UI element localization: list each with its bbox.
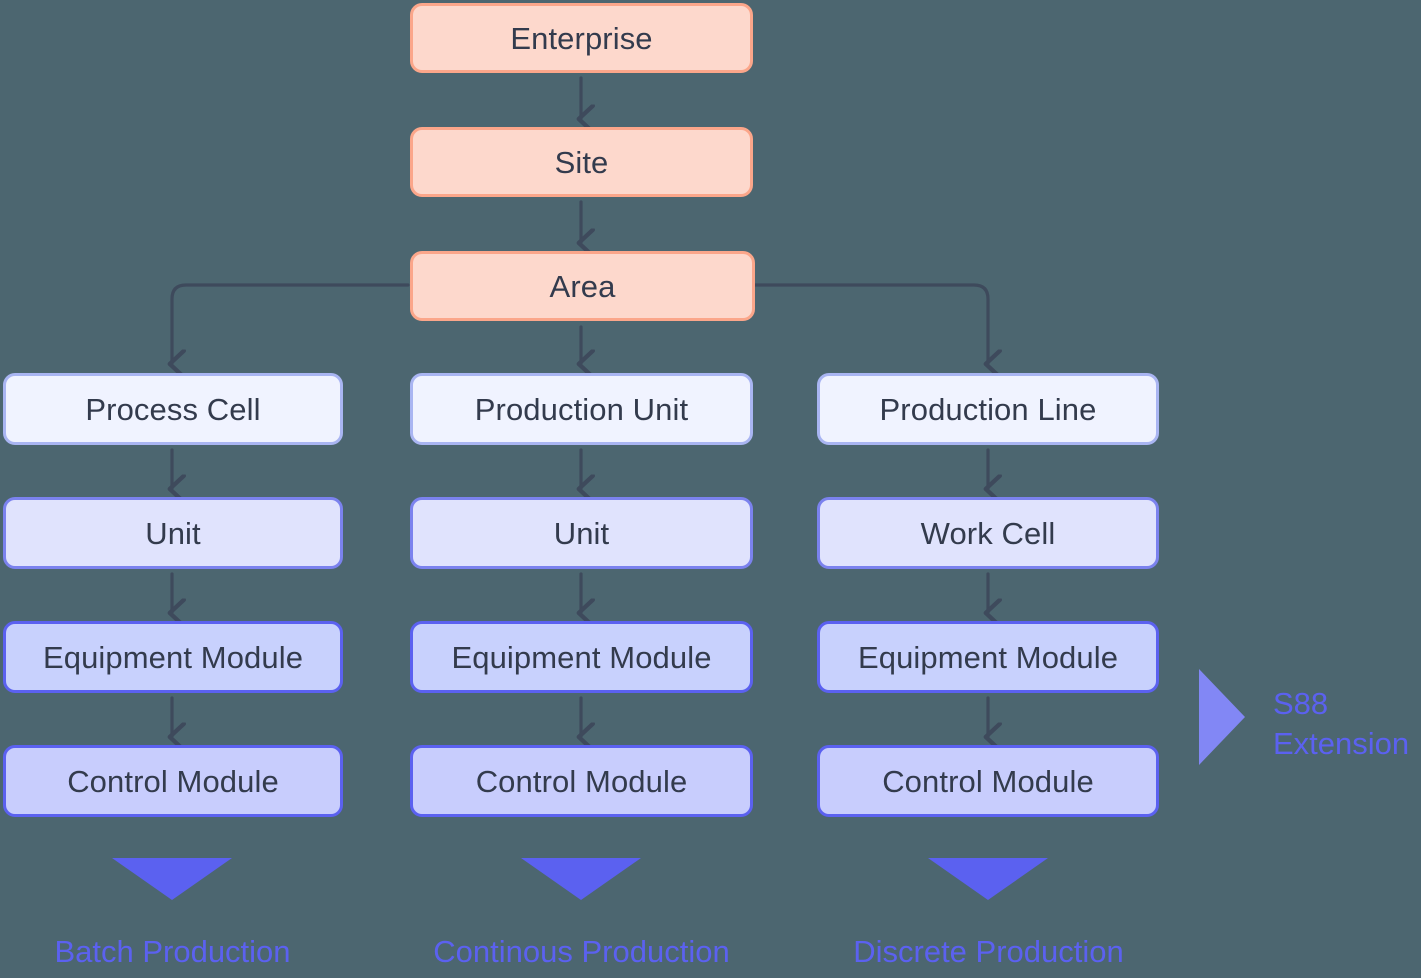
- continuous-outcome-arrow-icon: [521, 858, 641, 900]
- node-continuous-unit[interactable]: Unit: [410, 497, 753, 569]
- s88-extension-line1: S88: [1273, 686, 1329, 721]
- node-discrete-equipment-module[interactable]: Equipment Module: [817, 621, 1159, 693]
- node-production-line-label: Production Line: [879, 391, 1097, 427]
- node-enterprise[interactable]: Enterprise: [410, 3, 753, 73]
- node-batch-control-module-label: Control Module: [67, 763, 279, 799]
- node-continuous-control-module[interactable]: Control Module: [410, 745, 753, 817]
- node-process-cell-label: Process Cell: [85, 391, 261, 427]
- batch-outcome-arrow-icon: [112, 858, 232, 900]
- s88-extension-arrow-icon: [1199, 669, 1245, 765]
- node-area-label: Area: [549, 268, 616, 304]
- caption-continuous-production: Continous Production: [433, 934, 730, 969]
- s88-extension-line2: Extension: [1273, 725, 1410, 761]
- s88-extension-label: S88 Extension: [1273, 684, 1409, 763]
- node-batch-equipment-module-label: Equipment Module: [42, 639, 304, 675]
- node-continuous-equipment-module-label: Equipment Module: [451, 639, 712, 675]
- node-discrete-equipment-module-label: Equipment Module: [857, 639, 1119, 675]
- node-area[interactable]: Area: [410, 251, 755, 321]
- caption-batch-production: Batch Production: [54, 934, 291, 969]
- node-site[interactable]: Site: [410, 127, 753, 197]
- node-process-cell[interactable]: Process Cell: [3, 373, 343, 445]
- node-work-cell-label: Work Cell: [920, 515, 1056, 551]
- node-site-label: Site: [554, 144, 609, 180]
- node-batch-unit[interactable]: Unit: [3, 497, 343, 569]
- node-work-cell[interactable]: Work Cell: [817, 497, 1159, 569]
- node-enterprise-label: Enterprise: [510, 20, 653, 56]
- discrete-outcome-arrow-icon: [928, 858, 1048, 900]
- node-production-unit-label: Production Unit: [474, 391, 689, 427]
- node-production-line[interactable]: Production Line: [817, 373, 1159, 445]
- node-batch-control-module[interactable]: Control Module: [3, 745, 343, 817]
- node-production-unit[interactable]: Production Unit: [410, 373, 753, 445]
- node-continuous-equipment-module[interactable]: Equipment Module: [410, 621, 753, 693]
- node-discrete-control-module[interactable]: Control Module: [817, 745, 1159, 817]
- node-discrete-control-module-label: Control Module: [882, 763, 1094, 799]
- node-continuous-unit-label: Unit: [553, 515, 610, 551]
- node-batch-unit-label: Unit: [145, 515, 201, 551]
- caption-discrete-production: Discrete Production: [853, 934, 1124, 969]
- node-batch-equipment-module[interactable]: Equipment Module: [3, 621, 343, 693]
- node-continuous-control-module-label: Control Module: [475, 763, 688, 799]
